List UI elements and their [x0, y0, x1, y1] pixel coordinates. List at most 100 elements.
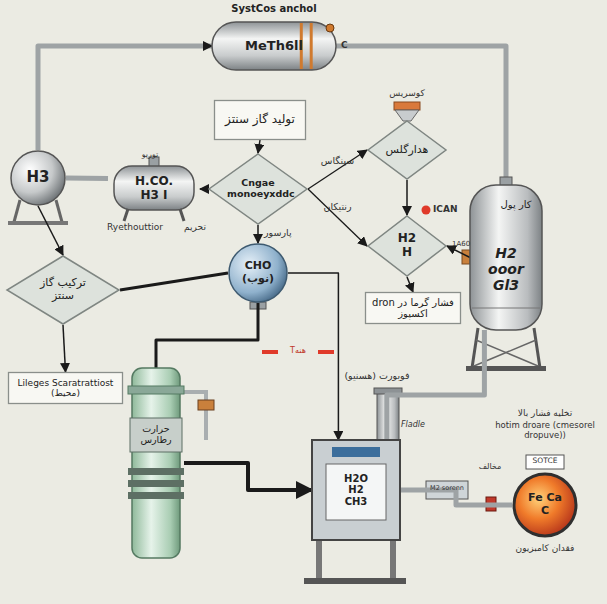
node-text: Cngae monoeyxddc [227, 178, 289, 200]
flow-arrow [288, 273, 338, 440]
valve [198, 400, 214, 410]
pipe-connector [400, 490, 512, 505]
flow-arrow [407, 277, 413, 292]
flow-arrow [308, 189, 367, 246]
vessel-band [310, 23, 313, 69]
annotation-label: C [341, 40, 348, 50]
column-band [128, 468, 184, 475]
vertical-vessel: کار پولH2 ooor Gl3 [470, 185, 542, 330]
node-text: هدارگلس [386, 144, 429, 157]
node-text: ترکیب گاز سنتز [32, 277, 94, 302]
diamond-outline [7, 256, 119, 324]
reactor-unit: H2O H2 CH3 [312, 440, 400, 540]
methanol-vessel: SystCos ancholMeTh6ll [212, 22, 336, 70]
box-outline [215, 101, 306, 140]
flow-arrow [63, 325, 66, 372]
column-band [130, 418, 182, 452]
box-outline [9, 373, 123, 404]
sphere-base [8, 221, 68, 225]
pressure-vessel: Fe Ca C [512, 472, 578, 538]
pipe-connector [387, 330, 485, 440]
pipe-connector [66, 176, 108, 182]
annotation-label: Fladle [401, 420, 425, 429]
flow-arrow [257, 225, 259, 243]
node-text: H.CO. H3 I [124, 175, 184, 203]
funnel-body [395, 110, 419, 121]
reactor-display [332, 447, 380, 457]
node-text: CHO (نوب) [236, 260, 280, 285]
decision-diamond: هدارگلس [367, 120, 447, 180]
flow-arrow [184, 463, 312, 490]
indicator-dot [422, 206, 431, 215]
box-outline [366, 293, 461, 324]
annotation-label: SOTCE [533, 457, 558, 466]
node-text: MeTh6ll [245, 39, 303, 54]
flow-arrow [200, 188, 208, 190]
decision-diamond: Cngae monoeyxddc [208, 153, 308, 225]
pipe-unit [426, 481, 468, 499]
vessel-body [470, 185, 542, 330]
circle-outline [229, 244, 287, 302]
annotation-label: ICAN [433, 204, 457, 214]
reactor-body [312, 440, 400, 540]
red-dash [262, 350, 278, 354]
node-text: H3 [27, 169, 50, 186]
vessel-gauge [326, 24, 334, 32]
flow-arrow [120, 273, 228, 290]
annotation-label: 1A60 [452, 240, 470, 248]
funnel-cap [394, 102, 420, 110]
process-box: فشار گرما در dron اکسپوز [365, 292, 461, 324]
reactor-screen [326, 464, 386, 520]
node-text: SystCos anchol [192, 3, 356, 15]
tag-box [526, 455, 564, 469]
sphere-leg [56, 200, 62, 222]
pipe-connector [336, 46, 506, 185]
process-box: تولید گاز سنتز [214, 100, 306, 140]
node-text: Fe Ca C [525, 492, 565, 517]
vessel-leg [534, 328, 540, 368]
annotation-label: تخلیه فشار بالا [518, 408, 572, 418]
process-circle: CHO (نوب) [228, 243, 288, 303]
annotation-label: Tهنه [290, 346, 306, 355]
flow-arrow [38, 206, 63, 255]
reactor-leg [390, 538, 396, 580]
edge-label: رنتیکان [323, 202, 351, 213]
side-pipe [184, 392, 206, 440]
node-text: H2 ooor Gl3 [476, 245, 536, 293]
node-text: Lileges Scaratrattiost (محیط) [12, 378, 120, 399]
process-box: Lileges Scaratrattiost (محیط) [8, 372, 123, 404]
node-text: حرارت رطارس [133, 424, 179, 446]
column-band [128, 492, 184, 499]
red-dash [318, 350, 334, 354]
diamond-outline [209, 154, 307, 224]
node-text: H2 H [394, 232, 420, 260]
annotation-label: تورپو [142, 150, 159, 159]
flow-arrow [406, 180, 408, 215]
heat-column: حرارت رطارس [128, 368, 184, 558]
diamond-outline [368, 121, 446, 179]
horizontal-tank: H.CO. H3 I [108, 163, 200, 215]
decision-diamond: H2 H [367, 215, 447, 277]
vessel-seam [472, 308, 540, 309]
sphere-outline [11, 151, 65, 205]
sphere-leg [14, 200, 20, 222]
diamond-outline [368, 216, 446, 276]
annotation-label: Ryethouttior [107, 222, 163, 232]
annotation-label: M2 sorenn [430, 485, 464, 492]
vessel-body [212, 22, 336, 70]
tank-body [114, 166, 194, 210]
storage-sphere: H3 [10, 150, 66, 206]
node-text: فشار گرما در dron اکسپوز [369, 297, 457, 320]
reactor-leg [316, 538, 322, 580]
node-text: تولید گاز سنتز [225, 113, 295, 127]
reactor-base [304, 578, 406, 584]
node-shape [128, 368, 184, 558]
column-band [128, 480, 184, 487]
tank-leg [124, 209, 128, 221]
annotation-label: مخالف [479, 462, 502, 471]
column-body [132, 368, 180, 558]
